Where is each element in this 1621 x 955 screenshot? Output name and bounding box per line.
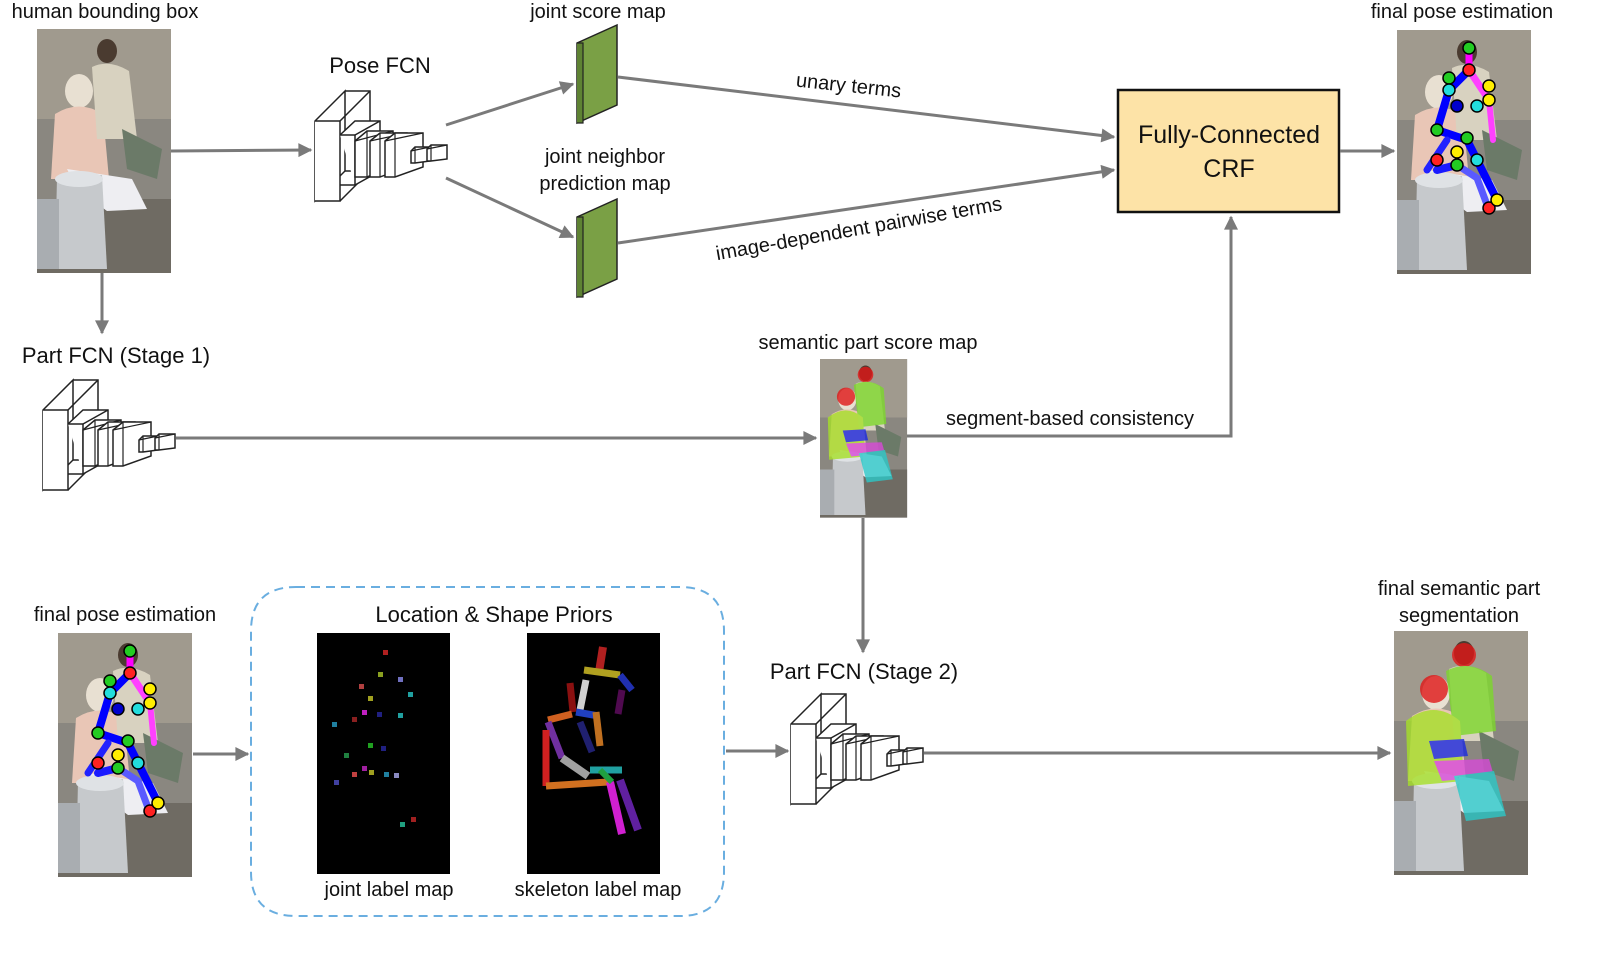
part-fcn-stage2-label: Part FCN (Stage 2)	[770, 659, 958, 684]
joint-neighbor-label-line1: joint neighbor	[544, 146, 665, 168]
human-bbox-label: human bounding box	[12, 1, 199, 23]
joint-neighbor-label-line2: prediction map	[539, 173, 670, 195]
human-bbox-photo	[37, 29, 171, 273]
part-fcn-stage1-label: Part FCN (Stage 1)	[22, 343, 210, 368]
skeleton-label-map-image	[527, 633, 660, 874]
arrow-pose-fcn-to-joint-score	[445, 81, 575, 127]
final-seg-label-line1: final semantic part	[1378, 578, 1541, 600]
crf-label-line1: Fully-Connected	[1138, 121, 1320, 149]
pose-fcn-label: Pose FCN	[329, 53, 430, 78]
joint-label-map-image	[317, 633, 450, 874]
joint-label-map-label: joint label map	[324, 879, 454, 901]
joint-score-map-slab-icon	[576, 24, 618, 124]
final-pose-bottom-photo	[58, 633, 192, 877]
semantic-part-score-map-photo	[820, 359, 908, 518]
unary-terms-label: unary terms	[795, 70, 902, 103]
segment-consistency-label: segment-based consistency	[946, 408, 1194, 430]
pose-fcn-block-icon	[314, 90, 448, 202]
crf-box	[1116, 88, 1341, 214]
semantic-part-score-map-label: semantic part score map	[759, 332, 978, 354]
arrow-consistency-to-crf	[907, 215, 1238, 438]
final-pose-bottom-label: final pose estimation	[34, 604, 216, 626]
pairwise-terms-label: image-dependent pairwise terms	[714, 193, 1004, 265]
final-pose-top-label: final pose estimation	[1371, 1, 1553, 23]
arrow-bbox-to-pose-fcn	[170, 143, 313, 158]
final-segmentation-photo	[1394, 631, 1528, 875]
priors-group-border	[250, 586, 725, 917]
priors-title: Location & Shape Priors	[375, 602, 612, 627]
arrow-pose-fcn-to-joint-neighbor	[445, 176, 575, 239]
arrow-pairwise-to-crf	[617, 164, 1116, 245]
joint-neighbor-map-slab-icon	[576, 198, 618, 298]
final-pose-top-photo	[1397, 30, 1531, 274]
final-seg-label-line2: segmentation	[1399, 605, 1519, 627]
part-fcn-stage1-block-icon	[42, 379, 176, 491]
part-fcn-stage2-block-icon	[790, 693, 924, 805]
joint-score-map-label: joint score map	[529, 1, 666, 23]
arrows	[95, 75, 1396, 761]
skeleton-label-map-label: skeleton label map	[515, 879, 682, 901]
crf-label-line2: CRF	[1203, 155, 1254, 183]
arrow-unary-to-crf	[617, 75, 1116, 143]
